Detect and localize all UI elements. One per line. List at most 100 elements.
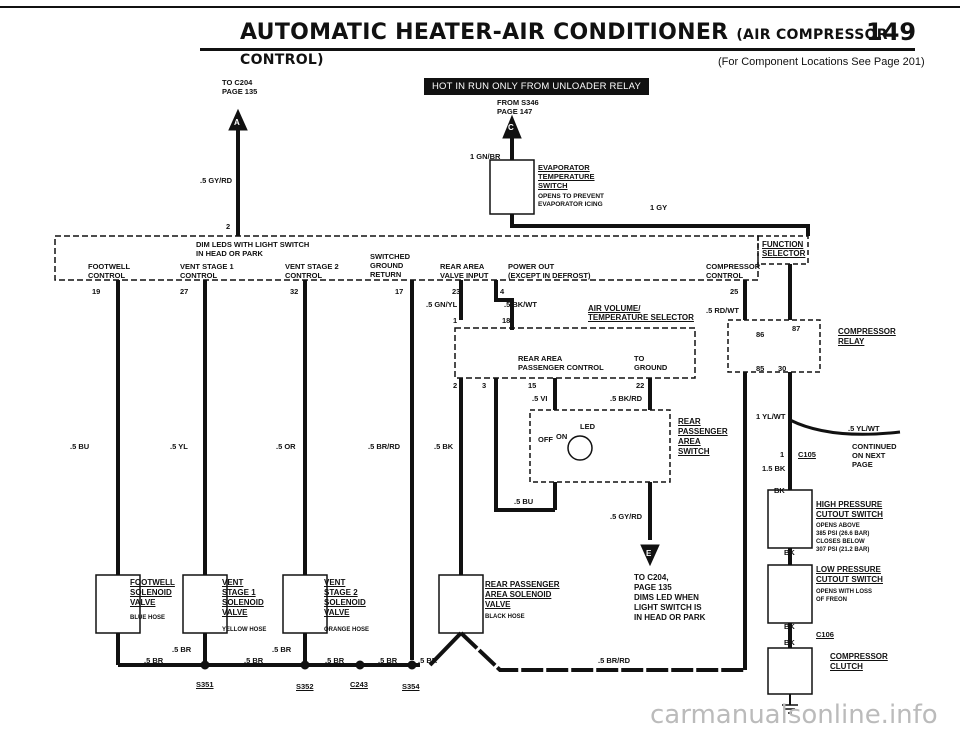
wire-bk-wt-label: .5 BK/WT [504,300,537,309]
vent1-valve-box [182,574,228,634]
pin-2b: 2 [453,381,458,390]
wire-or-label: .5 OR [276,442,296,451]
pin-32: 32 [290,287,299,296]
pin-1: 1 [453,316,458,325]
pin-2-label: 2 [226,222,231,231]
wire-bk-a-label: BK [774,486,785,495]
rear-valve-box [438,574,484,634]
connector-c-label: C [508,123,514,132]
pin-18: 18 [502,316,511,325]
compressor-clutch-label: COMPRESSOR CLUTCH [830,652,888,671]
rear-valve-label: REAR PASSENGER AREA SOLENOID VALVE [485,580,560,609]
rear-area-valve-input-label: REAR AREA VALVE INPUT [440,262,489,280]
low-pressure-switch-label: LOW PRESSURE CUTOUT SWITCH [816,565,883,584]
vent1-valve-label: VENT STAGE 1 SOLENOID VALVE [222,578,264,617]
wire-gn-br-label: 1 GN/BR [470,152,501,161]
relay-pin-87: 87 [792,324,801,333]
wire-gy-rd-label: .5 GY/RD [200,176,233,185]
connector-a-reference: TO C204 PAGE 135 [222,78,258,96]
title-rule [200,48,915,51]
vent2-hose-label: ORANGE HOSE [324,627,370,633]
high-pressure-note: OPENS ABOVE 385 PSI (26.6 BAR) CLOSES BE… [816,523,870,553]
connector-e-reference: TO C204, PAGE 135 DIMS LED WHEN LIGHT SW… [634,573,706,622]
clutch-box [767,647,813,695]
wire-br-2: .5 BR [272,645,292,654]
rear-passenger-switch-label: REAR PASSENGER AREA SWITCH [678,417,728,456]
vent1-hose-label: YELLOW HOSE [222,627,267,633]
control-module-box [54,235,759,281]
pin-25: 25 [730,287,739,296]
led-label: LED [580,422,595,431]
wire-br-1: .5 BR [172,645,192,654]
connector-e-label: E [646,549,652,558]
connector-e-arrow [640,544,660,567]
low-pressure-note: OPENS WITH LOSS OF FREON [816,589,873,603]
c105-label: C105 [798,450,816,459]
wire-bk-d-label: BK [784,638,795,647]
wire-yl-wt-label: 1 YL/WT [756,412,786,421]
function-selector-label: FUNCTION SELECTOR [762,240,806,258]
pin-22: 22 [636,381,645,390]
evaporator-switch-box [489,159,535,215]
wire-gy-label: 1 GY [650,203,668,212]
c105-pin-1: 1 [780,450,785,459]
wire-bk-rd-label: .5 BK/RD [610,394,643,403]
hot-in-run-banner: HOT IN RUN ONLY FROM UNLOADER RELAY [424,78,649,95]
wire-bk-b-label: BK [784,548,795,557]
rear-hose-label: BLACK HOSE [485,614,525,620]
relay-pin-86: 86 [756,330,765,339]
wire-gy-rd2-label: .5 GY/RD [610,512,643,521]
connector-c-reference: FROM S346 PAGE 147 [497,98,539,116]
switched-ground-return-label: SWITCHED GROUND RETURN [370,252,410,279]
low-pressure-switch-box [767,564,813,624]
continued-note: CONTINUED ON NEXT PAGE [852,442,897,469]
wire-br-4: .5 BR [244,656,264,665]
rear-passenger-control-label: REAR AREA PASSENGER CONTROL [518,354,604,372]
wire-bk-c-label: BK [784,622,795,631]
relay-pin-30: 30 [778,364,787,373]
vent-stage-2-control-label: VENT STAGE 2 CONTROL [285,262,339,280]
pin-27: 27 [180,287,189,296]
wire-br-5: .5 BR [325,656,345,665]
connector-c243: C243 [350,680,368,689]
wire-br-6: .5 BR [378,656,398,665]
footwell-valve-label: FOOTWELL SOLENOID VALVE [130,578,175,607]
on-label: ON [556,432,568,441]
c106-label: C106 [816,630,834,639]
vent-stage-1-control-label: VENT STAGE 1 CONTROL [180,262,234,280]
wire-rd-wt-label: .5 RD/WT [706,306,739,315]
relay-pin-85: 85 [756,364,765,373]
to-ground-label: TO GROUND [634,354,668,372]
footwell-hose-label: BLUE HOSE [130,615,166,621]
top-rule [0,6,960,8]
footwell-control-label: FOOTWELL CONTROL [88,262,131,280]
wire-bu-label: .5 BU [70,442,90,451]
evaporator-switch-label: EVAPORATOR TEMPERATURE SWITCH [538,163,595,190]
dim-leds-note: DIM LEDS WITH LIGHT SWITCH IN HEAD OR PA… [196,240,310,258]
wire-yl-label: .5 YL [170,442,188,451]
pin-4: 4 [500,287,505,296]
wire-bk15-label: 1.5 BK [762,464,786,473]
pin-17: 17 [395,287,404,296]
page-title: AUTOMATIC HEATER-AIR CONDITIONER (AIR CO… [240,20,888,68]
evaporator-switch-note: OPENS TO PREVENT EVAPORATOR ICING [538,193,604,208]
splice-s352: S352 [296,682,314,691]
splice-s354: S354 [402,682,420,691]
wire-br-3: .5 BR [144,656,164,665]
splice-s351: S351 [196,680,214,689]
wire-bu2-label: .5 BU [514,497,534,506]
compressor-relay-box [727,319,821,373]
function-selector-box [757,235,809,265]
pin-15: 15 [528,381,537,390]
connector-a-label: A [234,118,240,127]
wire-br-7: .5 BR [418,656,438,665]
wire-vi-label: .5 VI [532,394,548,403]
pin-3: 3 [482,381,487,390]
air-volume-selector-label: AIR VOLUME/ TEMPERATURE SELECTOR [588,304,694,322]
compressor-control-label: COMPRESSOR CONTROL [706,262,761,280]
wire-br-rd-label: .5 BR/RD [368,442,401,451]
compressor-relay-label: COMPRESSOR RELAY [838,327,896,346]
high-pressure-switch-box [767,489,813,549]
wire-bk-label: .5 BK [434,442,454,451]
